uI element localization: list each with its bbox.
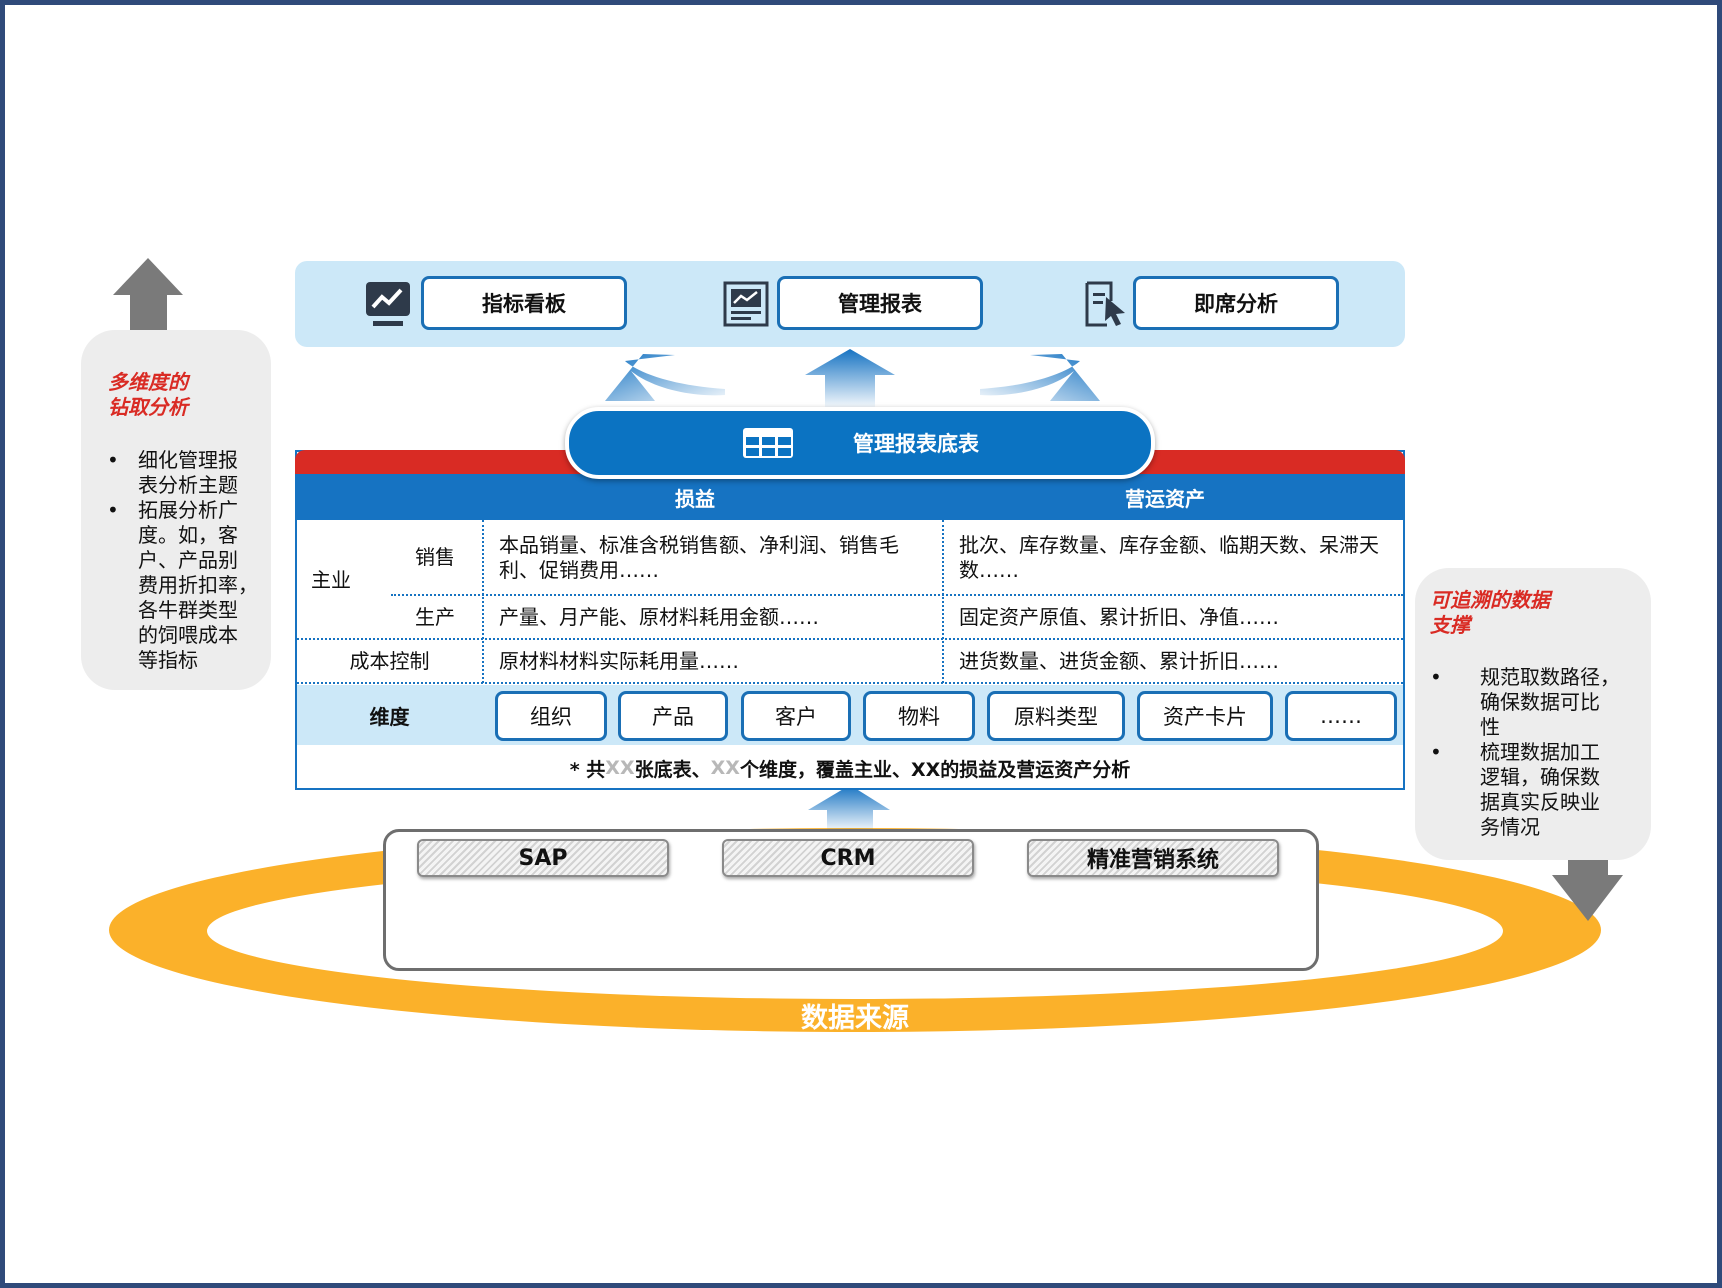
footnote-part: 个维度，覆盖主业、XX的损益及营运资产分析 — [739, 758, 1131, 781]
dimension-organization[interactable]: 组织 — [495, 691, 607, 741]
bullet-line: 等指标 — [138, 648, 198, 672]
left-up-arrow — [113, 258, 183, 338]
bullet-line: 拓展分析广 — [138, 498, 238, 522]
bullet-line: 各牛群类型 — [138, 598, 238, 622]
dimension-more[interactable]: …… — [1285, 691, 1397, 741]
cell-production-assets: 固定资产原值、累计折旧、净值…… — [959, 605, 1279, 629]
dimension-asset-card[interactable]: 资产卡片 — [1137, 691, 1273, 741]
bullet-line: 细化管理报 — [138, 448, 238, 472]
bullet-line: 的饲喂成本 — [138, 623, 238, 647]
source-sap[interactable]: SAP — [417, 839, 669, 877]
panel-title: 可追溯的数据 支撑 — [1430, 588, 1550, 638]
bullet-marker: • — [107, 448, 119, 472]
traceable-data-panel: 可追溯的数据 支撑 • 规范取数路径， 确保数据可比 性 • 梳理数据加工 逻辑… — [1415, 568, 1651, 860]
bullet-line: 户、产品别 — [138, 548, 238, 572]
line-chart-monitor-icon — [366, 282, 410, 326]
bullet-line: 度。如，客 — [138, 523, 238, 547]
row-group-label: 主业 — [311, 568, 351, 592]
bullet-marker: • — [1430, 740, 1442, 764]
drill-down-analysis-panel: 多维度的 钻取分析 • 细化管理报 表分析主题 • 拓展分析广 度。如，客 户、… — [81, 330, 271, 690]
bullet-line: 梳理数据加工 — [1480, 740, 1600, 764]
grid-line — [391, 594, 1403, 596]
cell-sales-assets: 批次、库存数量、库存金额、临期天数、呆滞天数…… — [959, 533, 1379, 582]
source-crm[interactable]: CRM — [722, 839, 974, 877]
ad-hoc-analysis-button[interactable]: 即席分析 — [1133, 276, 1339, 330]
footnote-placeholder: XX — [605, 757, 635, 779]
bullet-line: 费用折扣率， — [138, 573, 258, 597]
report-chart-icon — [723, 281, 769, 327]
bullet-line: 据真实反映业 — [1480, 790, 1600, 814]
panel-title-line: 支撑 — [1430, 613, 1470, 637]
column-header-pl: 损益 — [675, 486, 715, 511]
panel-title-line: 可追溯的数据 — [1430, 588, 1550, 612]
report-base-table-banner: 管理报表底表 — [565, 407, 1155, 479]
dimension-customer[interactable]: 客户 — [741, 691, 851, 741]
cell-cost-assets: 进货数量、进货金额、累计折旧…… — [959, 649, 1279, 673]
panel-title-line: 钻取分析 — [108, 395, 188, 419]
row-label-sales: 销售 — [415, 545, 455, 569]
table-header-row: 损益 营运资产 — [295, 474, 1405, 520]
grid-line — [482, 520, 484, 683]
bullet-text: 细化管理报 表分析主题 — [138, 448, 238, 498]
bullet-marker: • — [1430, 665, 1442, 689]
bullet-text: 规范取数路径， 确保数据可比 性 — [1480, 665, 1620, 740]
bullet-line: 确保数据可比 — [1480, 690, 1600, 714]
banner-right-curve-arrow — [980, 354, 1100, 401]
source-up-arrow — [808, 785, 890, 831]
banner-label: 管理报表底表 — [853, 432, 979, 456]
document-cursor-icon — [1085, 281, 1125, 327]
bullet-text: 梳理数据加工 逻辑，确保数 据真实反映业 务情况 — [1480, 740, 1600, 840]
bullet-line: 表分析主题 — [138, 473, 238, 497]
footnote-part: * 共 — [569, 758, 606, 781]
dimension-label: 维度 — [369, 704, 410, 729]
row-label-cost-control: 成本控制 — [349, 648, 430, 673]
column-header-assets: 营运资产 — [1125, 486, 1205, 511]
bullet-line: 规范取数路径， — [1480, 665, 1620, 689]
dashboard-button[interactable]: 指标看板 — [421, 276, 627, 330]
bullet-line: 务情况 — [1480, 815, 1540, 839]
data-source-label: 数据来源 — [801, 1002, 909, 1034]
banner-left-curve-arrow — [605, 354, 725, 401]
cell-sales-pl: 本品销量、标准含税销售额、净利润、销售毛利、促销费用…… — [499, 533, 899, 582]
cell-cost-pl: 原材料材料实际耗用量…… — [499, 649, 739, 673]
dimension-material[interactable]: 物料 — [863, 691, 975, 741]
bullet-marker: • — [107, 498, 119, 522]
footnote-part: 张底表、 — [634, 758, 711, 781]
bullet-line: 性 — [1480, 715, 1500, 739]
grid-line — [297, 682, 1403, 684]
source-precision-marketing[interactable]: 精准营销系统 — [1027, 839, 1279, 877]
dimension-product[interactable]: 产品 — [618, 691, 728, 741]
dimension-raw-material-type[interactable]: 原料类型 — [987, 691, 1125, 741]
top-tools-bar: 指标看板 管理报表 即席分析 — [295, 261, 1405, 347]
banner-up-arrow — [805, 349, 895, 407]
grid-line — [942, 520, 944, 683]
panel-title: 多维度的 钻取分析 — [108, 370, 188, 420]
management-report-button[interactable]: 管理报表 — [777, 276, 983, 330]
footnote-placeholder: XX — [710, 757, 740, 779]
cell-production-pl: 产量、月产能、原材料耗用金额…… — [499, 605, 819, 629]
bullet-line: 逻辑，确保数 — [1480, 765, 1600, 789]
panel-title-line: 多维度的 — [108, 370, 188, 394]
table-grid-icon — [743, 428, 793, 458]
grid-line — [297, 638, 1403, 640]
bullet-text: 拓展分析广 度。如，客 户、产品别 费用折扣率， 各牛群类型 的饲喂成本 等指标 — [138, 498, 258, 673]
row-label-production: 生产 — [415, 605, 455, 629]
